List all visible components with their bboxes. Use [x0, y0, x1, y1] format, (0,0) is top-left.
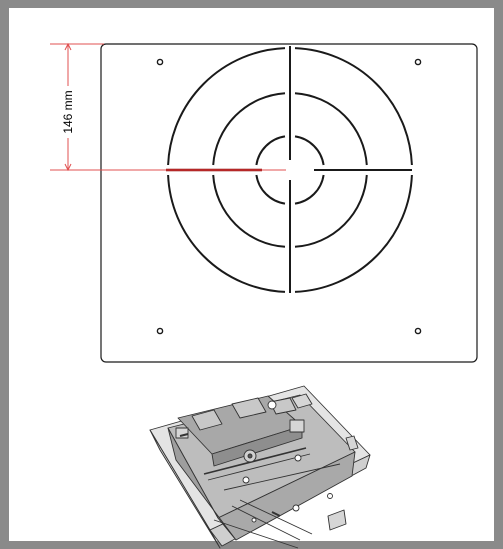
top-right-hole [414, 58, 422, 66]
bottom-left-hole [156, 327, 164, 335]
dimension-146 [50, 42, 286, 172]
top-left-hole [156, 58, 164, 66]
dimension-label: 146 mm [61, 90, 75, 133]
bottom-right-hole [414, 327, 422, 335]
mount-bracket-illustration [149, 385, 371, 549]
concentric-rings [167, 47, 413, 293]
